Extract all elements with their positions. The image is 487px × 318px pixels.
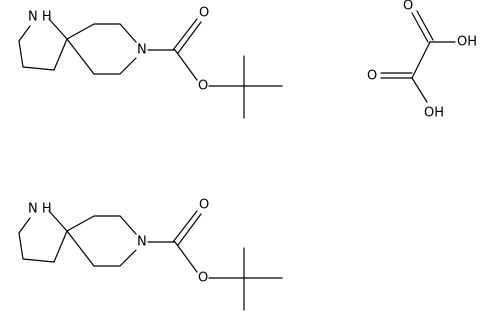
bond: [22, 258, 55, 263]
bond: [18, 217, 31, 234]
ester-o-label: O: [198, 271, 208, 286]
carbonyl-o-top-label: O: [403, 0, 413, 14]
tert-butyl-group: [208, 55, 283, 119]
bond: [119, 57, 137, 75]
bond: [119, 215, 137, 235]
boc-diazaspirodecane-molecule: N H N O O: [18, 6, 283, 119]
nh-label: N H: [28, 202, 52, 217]
bond: [22, 66, 55, 71]
oxalic-acid-molecule: O OH O OH: [367, 0, 477, 121]
double-bond: [411, 12, 429, 43]
nh-label: N H: [28, 10, 52, 25]
bond: [119, 23, 137, 43]
boc-diazaspirodecane-molecule: N H N O O: [18, 198, 283, 311]
bond: [18, 232, 24, 260]
tert-butyl-group: [208, 247, 283, 311]
bond: [18, 40, 24, 68]
bond: [48, 18, 68, 40]
carbamate-group: [147, 210, 202, 273]
piperidine-ring: [66, 23, 137, 75]
bond: [411, 41, 431, 79]
pyrrolidine-ring: [18, 210, 68, 263]
bond: [53, 38, 68, 71]
bond: [119, 249, 137, 267]
double-bond: [416, 10, 434, 41]
double-bond: [177, 21, 202, 54]
carbonyl-o-bottom-label: O: [367, 69, 377, 84]
bond: [66, 215, 95, 232]
bond: [411, 77, 428, 103]
ester-o-label: O: [198, 79, 208, 94]
carbonyl-o-label: O: [199, 6, 209, 21]
bond: [174, 241, 198, 273]
bond: [53, 230, 68, 263]
double-bond: [177, 213, 202, 246]
double-bond: [172, 18, 198, 51]
carbamate-group: [147, 18, 202, 81]
bond: [66, 38, 95, 75]
bond: [18, 25, 31, 42]
bond: [66, 230, 95, 267]
piperidine-ring: [66, 215, 137, 267]
pyrrolidine-ring: [18, 18, 68, 71]
hydroxyl-bottom-label: OH: [424, 106, 444, 121]
bond: [174, 49, 198, 81]
double-bond: [172, 210, 198, 243]
n-label: N: [137, 43, 147, 58]
n-label: N: [137, 235, 147, 250]
bond: [66, 23, 95, 40]
hydroxyl-top-label: OH: [457, 35, 477, 50]
carbonyl-o-label: O: [199, 198, 209, 213]
bond: [48, 210, 68, 232]
